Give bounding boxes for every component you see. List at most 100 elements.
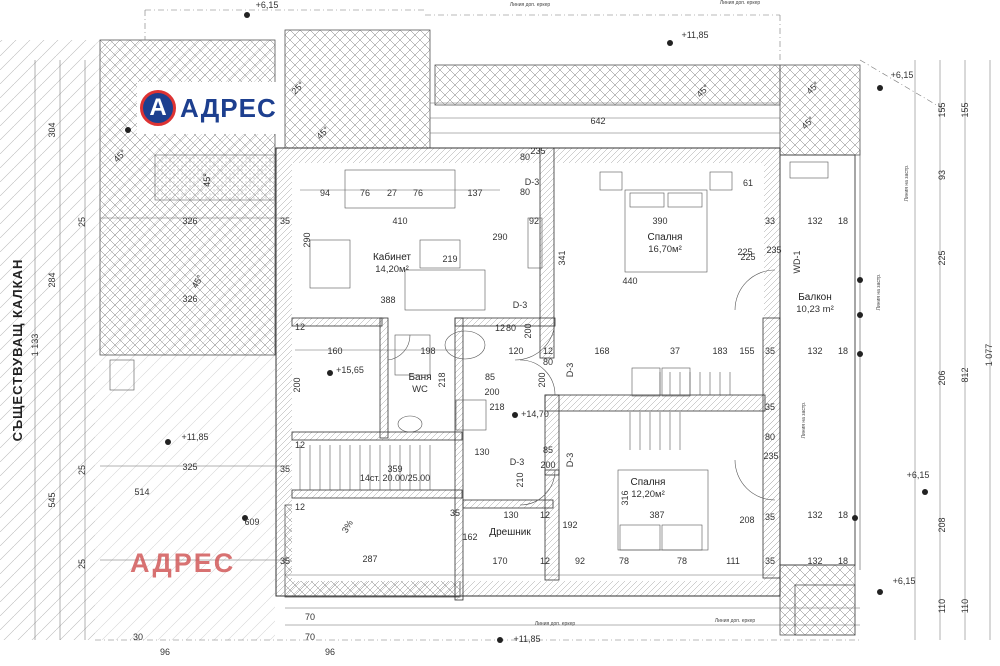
dimension-inner: 76 (413, 188, 423, 198)
dimension-inner: 35 (280, 464, 290, 474)
level-mark: +6,15 (907, 470, 930, 480)
dimension-left: 25 (77, 559, 87, 569)
room-area: 14,20м² (375, 264, 408, 275)
dimension-inner: 137 (467, 188, 482, 198)
level-mark: +14,70 (521, 409, 549, 419)
dimension-left: 25 (77, 465, 87, 475)
dimension-inner: 219 (442, 254, 457, 264)
dimension-inner: 12 (295, 322, 305, 332)
room-name: Кабинет (373, 251, 411, 263)
dimension-inner: 85 (543, 445, 553, 455)
dimension-inner: 35 (765, 512, 775, 522)
level-mark: +11,85 (181, 432, 208, 442)
dimension-right: 1 077 (984, 344, 994, 367)
dimension-inner: 35 (765, 346, 775, 356)
construction-lines (95, 9, 946, 641)
existing-wall-label: СЪЩЕСТВУВАЩ КАЛКАН (10, 259, 25, 442)
dimension-inner: 92 (529, 216, 539, 226)
dimension-inner: 70 (305, 612, 315, 622)
room-area: WC (412, 384, 428, 395)
dimension-inner: 80 (543, 357, 553, 367)
level-mark: +6,15 (256, 0, 279, 10)
door-swings (387, 269, 776, 506)
room-area: 10,23 m² (796, 304, 834, 315)
dimension-inner: 326 (182, 294, 197, 304)
dimension-inner: 388 (380, 295, 395, 305)
level-mark: +15,65 (336, 365, 364, 375)
dimension-inner: 12 (543, 346, 553, 356)
roof-slope: 45° (202, 173, 212, 187)
door-tag: D-3 (510, 457, 525, 467)
dimension-inner: 12 (540, 556, 550, 566)
dimension-inner: 80 (506, 323, 516, 333)
skylight (154, 154, 276, 201)
dimension-inner: 642 (590, 116, 605, 126)
dimension-inner: 76 (360, 188, 370, 198)
dimension-inner: 410 (392, 216, 407, 226)
dimension-inner: 35 (450, 508, 460, 518)
dimension-inner: 440 (622, 276, 637, 286)
dimension-inner: 12 (495, 323, 505, 333)
dimension-inner: 12 (540, 510, 550, 520)
dimension-inner: 35 (765, 556, 775, 566)
room-area: 12,20м² (631, 489, 664, 500)
dimension-inner: 78 (619, 556, 629, 566)
dimension-left: 304 (47, 122, 57, 137)
dimension-inner: 18 (838, 510, 848, 520)
plan-note: Линия доп. еркер (720, 0, 760, 6)
dimension-inner: 168 (594, 346, 609, 356)
dimension-inner: 35 (765, 402, 775, 412)
dimension-inner: 609 (244, 517, 259, 527)
dimension-inner: 85 (485, 372, 495, 382)
dimension-right: 208 (937, 517, 947, 532)
room-name: Спалня (648, 232, 683, 243)
dimension-inner: 200 (537, 372, 547, 387)
dimension-inner: 130 (503, 510, 518, 520)
level-mark: +6,15 (893, 576, 916, 586)
plan-note: Линия доп. еркер (715, 618, 755, 624)
plan-note: Линия доп. еркер (510, 2, 550, 8)
dimension-right: 155 (937, 102, 947, 117)
dimension-inner: 30 (133, 632, 143, 642)
plan-note: Линия на застр. (876, 274, 882, 311)
door-tag: D-3 (565, 453, 575, 468)
dimension-inner: 341 (557, 250, 567, 265)
stairs-note: 14ст. 20.00/25.00 (360, 473, 430, 483)
dimension-left: 25 (77, 217, 87, 227)
level-mark: +11,85 (513, 634, 540, 644)
balcony-area (779, 154, 856, 566)
roof-top-left (284, 29, 431, 149)
dimension-inner: 80 (520, 152, 530, 162)
roof-top-right (434, 64, 781, 106)
room-area: 16,70м² (648, 244, 681, 255)
dimension-right: 225 (937, 250, 947, 265)
dimension-inner: 132 (807, 556, 822, 566)
dimension-right: 812 (960, 367, 970, 382)
room-name: Балкон (798, 292, 832, 303)
interior-walls (291, 147, 781, 601)
existing-wall-hatch (0, 40, 95, 640)
dimension-left: 284 (47, 272, 57, 287)
dimension-inner: 80 (520, 187, 530, 197)
room-name: Дрешник (489, 527, 531, 538)
door-tag: WD-1 (792, 251, 802, 274)
dimension-inner: 120 (508, 346, 523, 356)
dimension-inner: 18 (838, 556, 848, 566)
dimension-inner: 387 (649, 510, 664, 520)
dimension-inner: 162 (462, 532, 477, 542)
dimension-inner: 160 (327, 346, 342, 356)
dimension-inner: 35 (280, 216, 290, 226)
door-tag: D-3 (565, 363, 575, 378)
dimension-lines (34, 60, 991, 640)
dimension-inner: 170 (492, 556, 507, 566)
dimension-inner: 92 (575, 556, 585, 566)
dimension-left: 1 133 (30, 334, 40, 357)
balcony-railing (854, 150, 861, 570)
plan-note: Линия на застр. (904, 165, 910, 202)
dimension-inner: 235 (763, 451, 778, 461)
dimension-inner: 111 (726, 556, 740, 566)
dimension-inner: 198 (420, 346, 435, 356)
dimension-inner: 200 (540, 460, 555, 470)
agency-logo: A АДРЕС (137, 82, 280, 134)
dimension-inner: 200 (523, 323, 533, 338)
